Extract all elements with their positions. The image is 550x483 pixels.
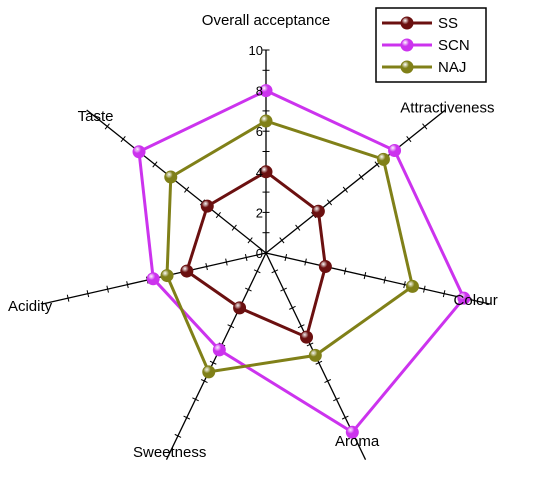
axis-tick-mark: [324, 379, 332, 383]
axis-tick-mark: [284, 253, 288, 262]
axis-tick-mark: [406, 136, 412, 143]
series-line-ss: [185, 170, 327, 340]
legend-label-ss: SS: [438, 15, 458, 32]
series-layer: [132, 84, 471, 439]
data-point-naj: [259, 114, 273, 128]
data-point-naj: [308, 348, 322, 362]
data-point-ss: [259, 165, 273, 179]
tick-label: 10: [249, 43, 263, 58]
axis-tick-mark: [306, 342, 314, 347]
axis-tick-mark: [253, 269, 261, 274]
legend-swatch-marker: [400, 16, 414, 30]
axis-tick-mark: [297, 324, 305, 329]
axis-tick-mark: [205, 263, 208, 271]
axis-tick-mark: [106, 285, 109, 293]
data-point-ss: [311, 204, 325, 218]
data-point-naj: [376, 152, 390, 166]
axis-tick-mark: [315, 360, 323, 365]
axis-label-5: Acidity: [8, 298, 53, 315]
data-point-ss: [233, 301, 247, 315]
axis-tick-mark: [383, 276, 387, 284]
axis-tick-mark: [227, 324, 235, 329]
axis-line-4: [165, 252, 267, 460]
axis-tick-mark: [295, 224, 301, 231]
data-point-scn: [132, 145, 146, 159]
legend: SS SCN NAJ: [375, 7, 487, 83]
data-point-naj: [160, 269, 174, 283]
legend-label-scn: SCN: [438, 37, 470, 54]
axis-line-2: [265, 252, 490, 305]
axis-line-1: [265, 109, 446, 254]
legend-label-naj: NAJ: [438, 59, 466, 76]
data-point-scn: [457, 291, 471, 305]
axis-tick-mark: [244, 253, 248, 262]
axis-tick-mark: [423, 285, 426, 293]
data-point-naj: [202, 365, 216, 379]
tick-label: 2: [256, 205, 263, 220]
axis-tick-mark: [279, 237, 285, 244]
axis-tick-mark: [104, 123, 110, 130]
data-point-scn: [388, 143, 402, 157]
data-point-ss: [200, 199, 214, 213]
axis-label-0: Overall acceptance: [202, 12, 330, 29]
data-point-scn: [212, 343, 226, 357]
axis-label-2: Colour: [454, 292, 498, 309]
axis-tick-mark: [215, 211, 221, 219]
axis-tick-mark: [245, 287, 252, 292]
axis-tick-mark: [403, 281, 406, 289]
axis-tick-mark: [374, 161, 380, 168]
axis-tick-mark: [126, 281, 129, 289]
series-line-naj: [165, 119, 415, 374]
tick-label: 6: [256, 124, 263, 139]
data-point-ss: [300, 330, 314, 344]
axis-tick-mark: [225, 258, 228, 266]
axis-tick-mark: [152, 161, 158, 168]
axis-label-6: Taste: [78, 108, 114, 125]
axis-tick-mark: [86, 290, 90, 298]
labels-layer: Overall acceptanceAttractivenessColourAr…: [8, 12, 498, 461]
axis-tick-mark: [326, 199, 333, 206]
legend-swatch-marker: [400, 60, 414, 74]
data-point-scn: [345, 425, 359, 439]
axis-tick-mark: [304, 258, 307, 266]
axis-tick-mark: [343, 267, 347, 275]
axis-line-6: [86, 109, 267, 254]
axis-tick-mark: [333, 397, 340, 402]
data-point-ss: [318, 260, 332, 274]
axis-tick-mark: [289, 305, 296, 310]
axis-tick-mark: [422, 123, 428, 130]
legend-swatch-marker: [400, 38, 414, 52]
axis-tick-mark: [184, 186, 190, 193]
axis-tick-mark: [174, 433, 182, 438]
tick-label: 4: [256, 165, 263, 180]
series-line-scn: [137, 88, 466, 435]
data-point-scn: [259, 84, 273, 98]
tick-label: 8: [256, 84, 263, 99]
data-point-scn: [146, 272, 160, 286]
axis-tick-mark: [363, 272, 367, 280]
axis-tick-mark: [200, 379, 208, 383]
axis-tick-mark: [66, 294, 70, 302]
data-point-naj: [405, 279, 419, 293]
axis-tick-mark: [183, 415, 191, 420]
data-point-ss: [180, 264, 194, 278]
axis-tick-mark: [192, 397, 199, 402]
axis-tick-mark: [209, 360, 217, 365]
axis-label-1: Attractiveness: [400, 99, 494, 116]
axis-tick-mark: [247, 237, 253, 244]
axis-tick-mark: [358, 174, 364, 181]
axis-tick-mark: [341, 415, 349, 420]
tick-label: 0: [256, 246, 263, 261]
axis-tick-mark: [271, 269, 279, 274]
axis-tick-mark: [442, 290, 446, 298]
axis-tick-mark: [120, 136, 126, 143]
axis-label-4: Sweetness: [133, 444, 206, 461]
axis-tick-mark: [342, 186, 348, 193]
axis-tick-mark: [231, 224, 237, 231]
data-point-naj: [164, 170, 178, 184]
axis-label-3: Aroma: [335, 433, 380, 450]
axis-tick-mark: [280, 287, 287, 292]
